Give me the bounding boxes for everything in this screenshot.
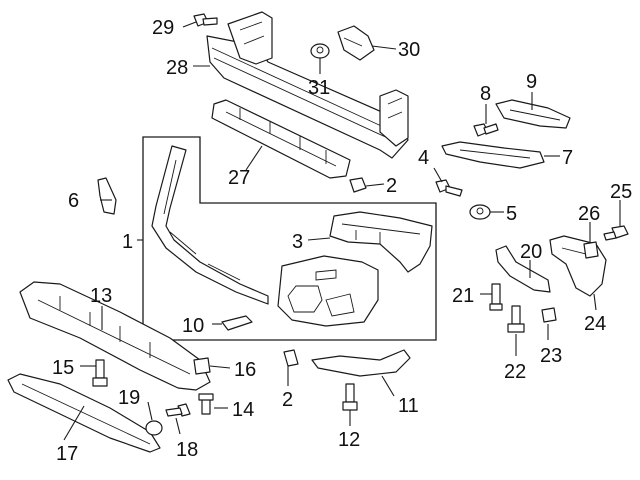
bumper-cover-1 bbox=[151, 145, 269, 305]
nut-23 bbox=[541, 307, 557, 323]
callout-1: 1 bbox=[122, 231, 133, 253]
impact-bar-28 bbox=[206, 11, 409, 159]
callout-7: 7 bbox=[562, 147, 573, 169]
trim-strip-11 bbox=[311, 349, 411, 377]
bolt-18 bbox=[165, 403, 191, 417]
callout-6: 6 bbox=[68, 190, 79, 212]
bracket-6 bbox=[97, 177, 117, 215]
callout-17: 17 bbox=[56, 443, 78, 465]
callout-14: 14 bbox=[232, 399, 254, 421]
callout-12: 12 bbox=[338, 429, 360, 451]
callout-29: 29 bbox=[152, 17, 174, 39]
callout-28: 28 bbox=[166, 57, 188, 79]
deflector-17 bbox=[7, 373, 161, 453]
callout-19: 19 bbox=[118, 387, 140, 409]
bracket-9 bbox=[495, 99, 571, 129]
side-bracket-3 bbox=[329, 211, 433, 273]
callout-9: 9 bbox=[526, 71, 537, 93]
callout-5: 5 bbox=[506, 203, 517, 225]
callout-23: 23 bbox=[540, 345, 562, 367]
callout-30: 30 bbox=[398, 39, 420, 61]
callout-2b: 2 bbox=[282, 389, 293, 411]
callout-21: 21 bbox=[452, 285, 474, 307]
bolt-25 bbox=[603, 225, 629, 241]
bracket-24 bbox=[549, 235, 607, 297]
callout-27: 27 bbox=[228, 167, 250, 189]
nut-16 bbox=[193, 357, 211, 375]
callout-15: 15 bbox=[52, 357, 74, 379]
push-clip-2b bbox=[283, 349, 299, 367]
callout-10: 10 bbox=[182, 315, 204, 337]
reflector-10 bbox=[221, 315, 253, 331]
bolt-21 bbox=[489, 283, 503, 311]
callout-20: 20 bbox=[520, 241, 542, 263]
grommet-19 bbox=[145, 420, 163, 436]
bolt-22 bbox=[507, 305, 525, 333]
callout-2a: 2 bbox=[386, 175, 397, 197]
bolt-15 bbox=[92, 359, 108, 387]
bolt-12 bbox=[342, 383, 358, 411]
bracket-30 bbox=[337, 25, 375, 61]
callout-8: 8 bbox=[480, 83, 491, 105]
callout-26: 26 bbox=[578, 203, 600, 225]
callout-16: 16 bbox=[234, 359, 256, 381]
bracket-7 bbox=[441, 141, 545, 169]
leader-lines bbox=[63, 21, 621, 441]
callout-31: 31 bbox=[308, 77, 330, 99]
lower-grille-27 bbox=[211, 99, 351, 179]
bolt-14 bbox=[198, 393, 214, 415]
bracket-20 bbox=[495, 245, 551, 293]
callout-3: 3 bbox=[292, 231, 303, 253]
callout-4: 4 bbox=[418, 147, 429, 169]
clip-nut-31 bbox=[310, 43, 330, 59]
callout-25: 25 bbox=[610, 181, 632, 203]
lamp-trim bbox=[277, 255, 379, 327]
absorber-13 bbox=[19, 281, 211, 391]
bolt-4 bbox=[435, 179, 463, 197]
callout-22: 22 bbox=[504, 361, 526, 383]
callout-13: 13 bbox=[90, 285, 112, 307]
callout-labels: 1 2 2 3 4 5 6 7 8 9 10 11 12 13 14 15 16… bbox=[52, 17, 632, 465]
callout-11: 11 bbox=[398, 395, 419, 417]
nut-26 bbox=[583, 241, 599, 259]
push-clip-2a bbox=[349, 177, 367, 193]
callout-18: 18 bbox=[176, 439, 198, 461]
grommet-5 bbox=[469, 204, 491, 220]
bolt-8 bbox=[473, 123, 499, 137]
callout-24: 24 bbox=[584, 313, 606, 335]
bolt-29 bbox=[193, 13, 218, 27]
